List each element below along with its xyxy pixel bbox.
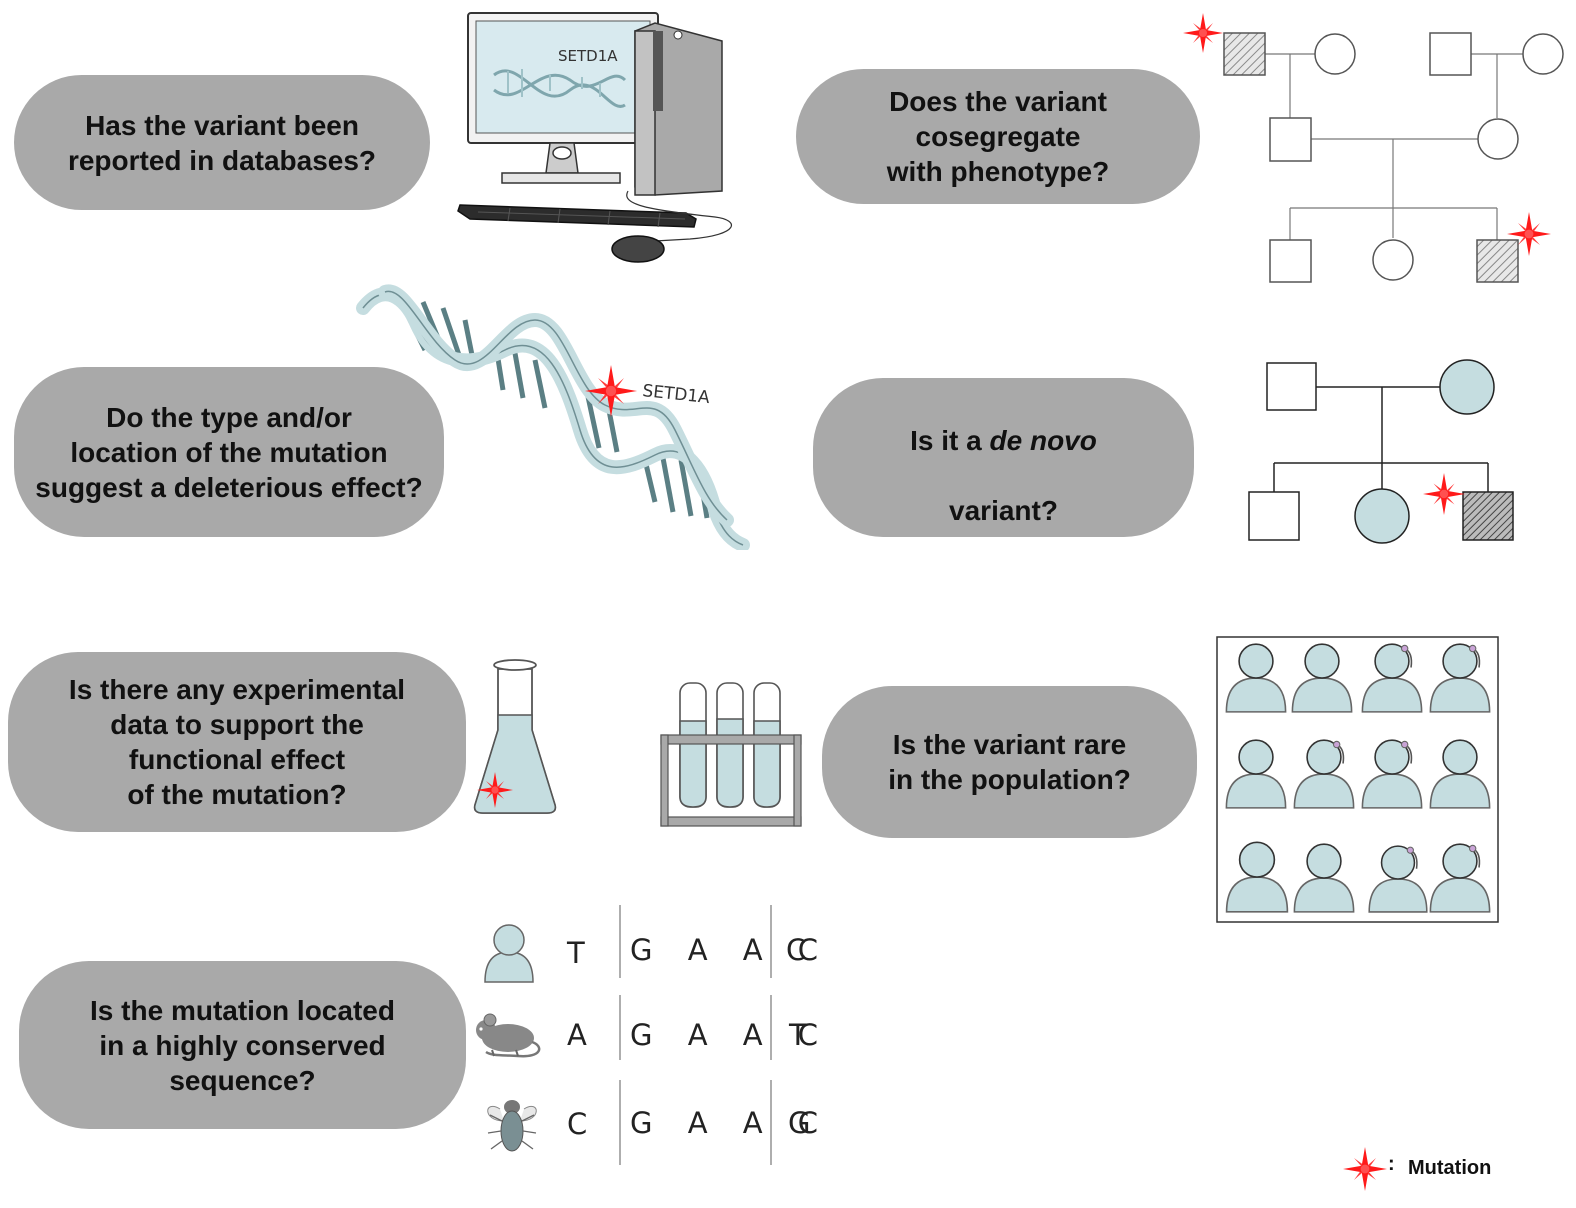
pedigree-icon-de-novo: [1248, 359, 1514, 544]
question-conserved: Is the mutation located in a highly cons…: [19, 961, 466, 1129]
de-novo-suffix: variant?: [949, 494, 1058, 526]
pedigree-icon-cosegregation: [1183, 13, 1564, 283]
question-rare: Is the variant rare in the population?: [822, 686, 1197, 838]
seq-fly-left: C: [567, 1107, 588, 1141]
mutation-star-icon: [1183, 13, 1223, 53]
question-databases: Has the variant been reported in databas…: [14, 75, 430, 210]
question-cosegregate: Does the variant cosegregate with phenot…: [796, 69, 1200, 204]
legend-label: Mutation: [1408, 1157, 1492, 1179]
computer-screen-label: SETD1A: [558, 47, 618, 65]
seq-human-middle: G A A C: [630, 933, 832, 967]
fly-icon: [487, 1100, 537, 1152]
de-novo-italic: de novo: [989, 424, 1097, 456]
population-grid-icon: [1216, 636, 1499, 923]
seq-human-right: C: [786, 933, 807, 967]
seq-mouse-right: T: [789, 1018, 807, 1052]
seq-fly-right: G: [788, 1106, 811, 1140]
question-mutation-type: Do the type and/or location of the mutat…: [14, 367, 444, 537]
legend-mutation-star-icon: [1343, 1147, 1387, 1191]
seq-human-left: T: [567, 936, 585, 970]
flask-icon: [473, 659, 557, 814]
question-de-novo: Is it a de novo variant?: [813, 378, 1194, 537]
test-tubes-icon: [660, 682, 802, 827]
seq-mouse-left: A: [567, 1018, 587, 1052]
computer-icon: SETD1A: [457, 12, 732, 263]
seq-mouse-middle: G A A C: [630, 1018, 832, 1052]
seq-fly-middle: G A A C: [630, 1106, 832, 1140]
alignment-dividers: [619, 905, 772, 1165]
question-experimental: Is there any experimental data to suppor…: [8, 652, 466, 832]
dna-icon: SETD1A: [356, 284, 750, 550]
legend-separator: :: [1388, 1153, 1395, 1175]
mouse-icon: [476, 1013, 541, 1058]
mutation-star-icon: [1423, 473, 1465, 515]
de-novo-prefix: Is it a: [910, 424, 990, 456]
human-icon: [484, 924, 534, 983]
